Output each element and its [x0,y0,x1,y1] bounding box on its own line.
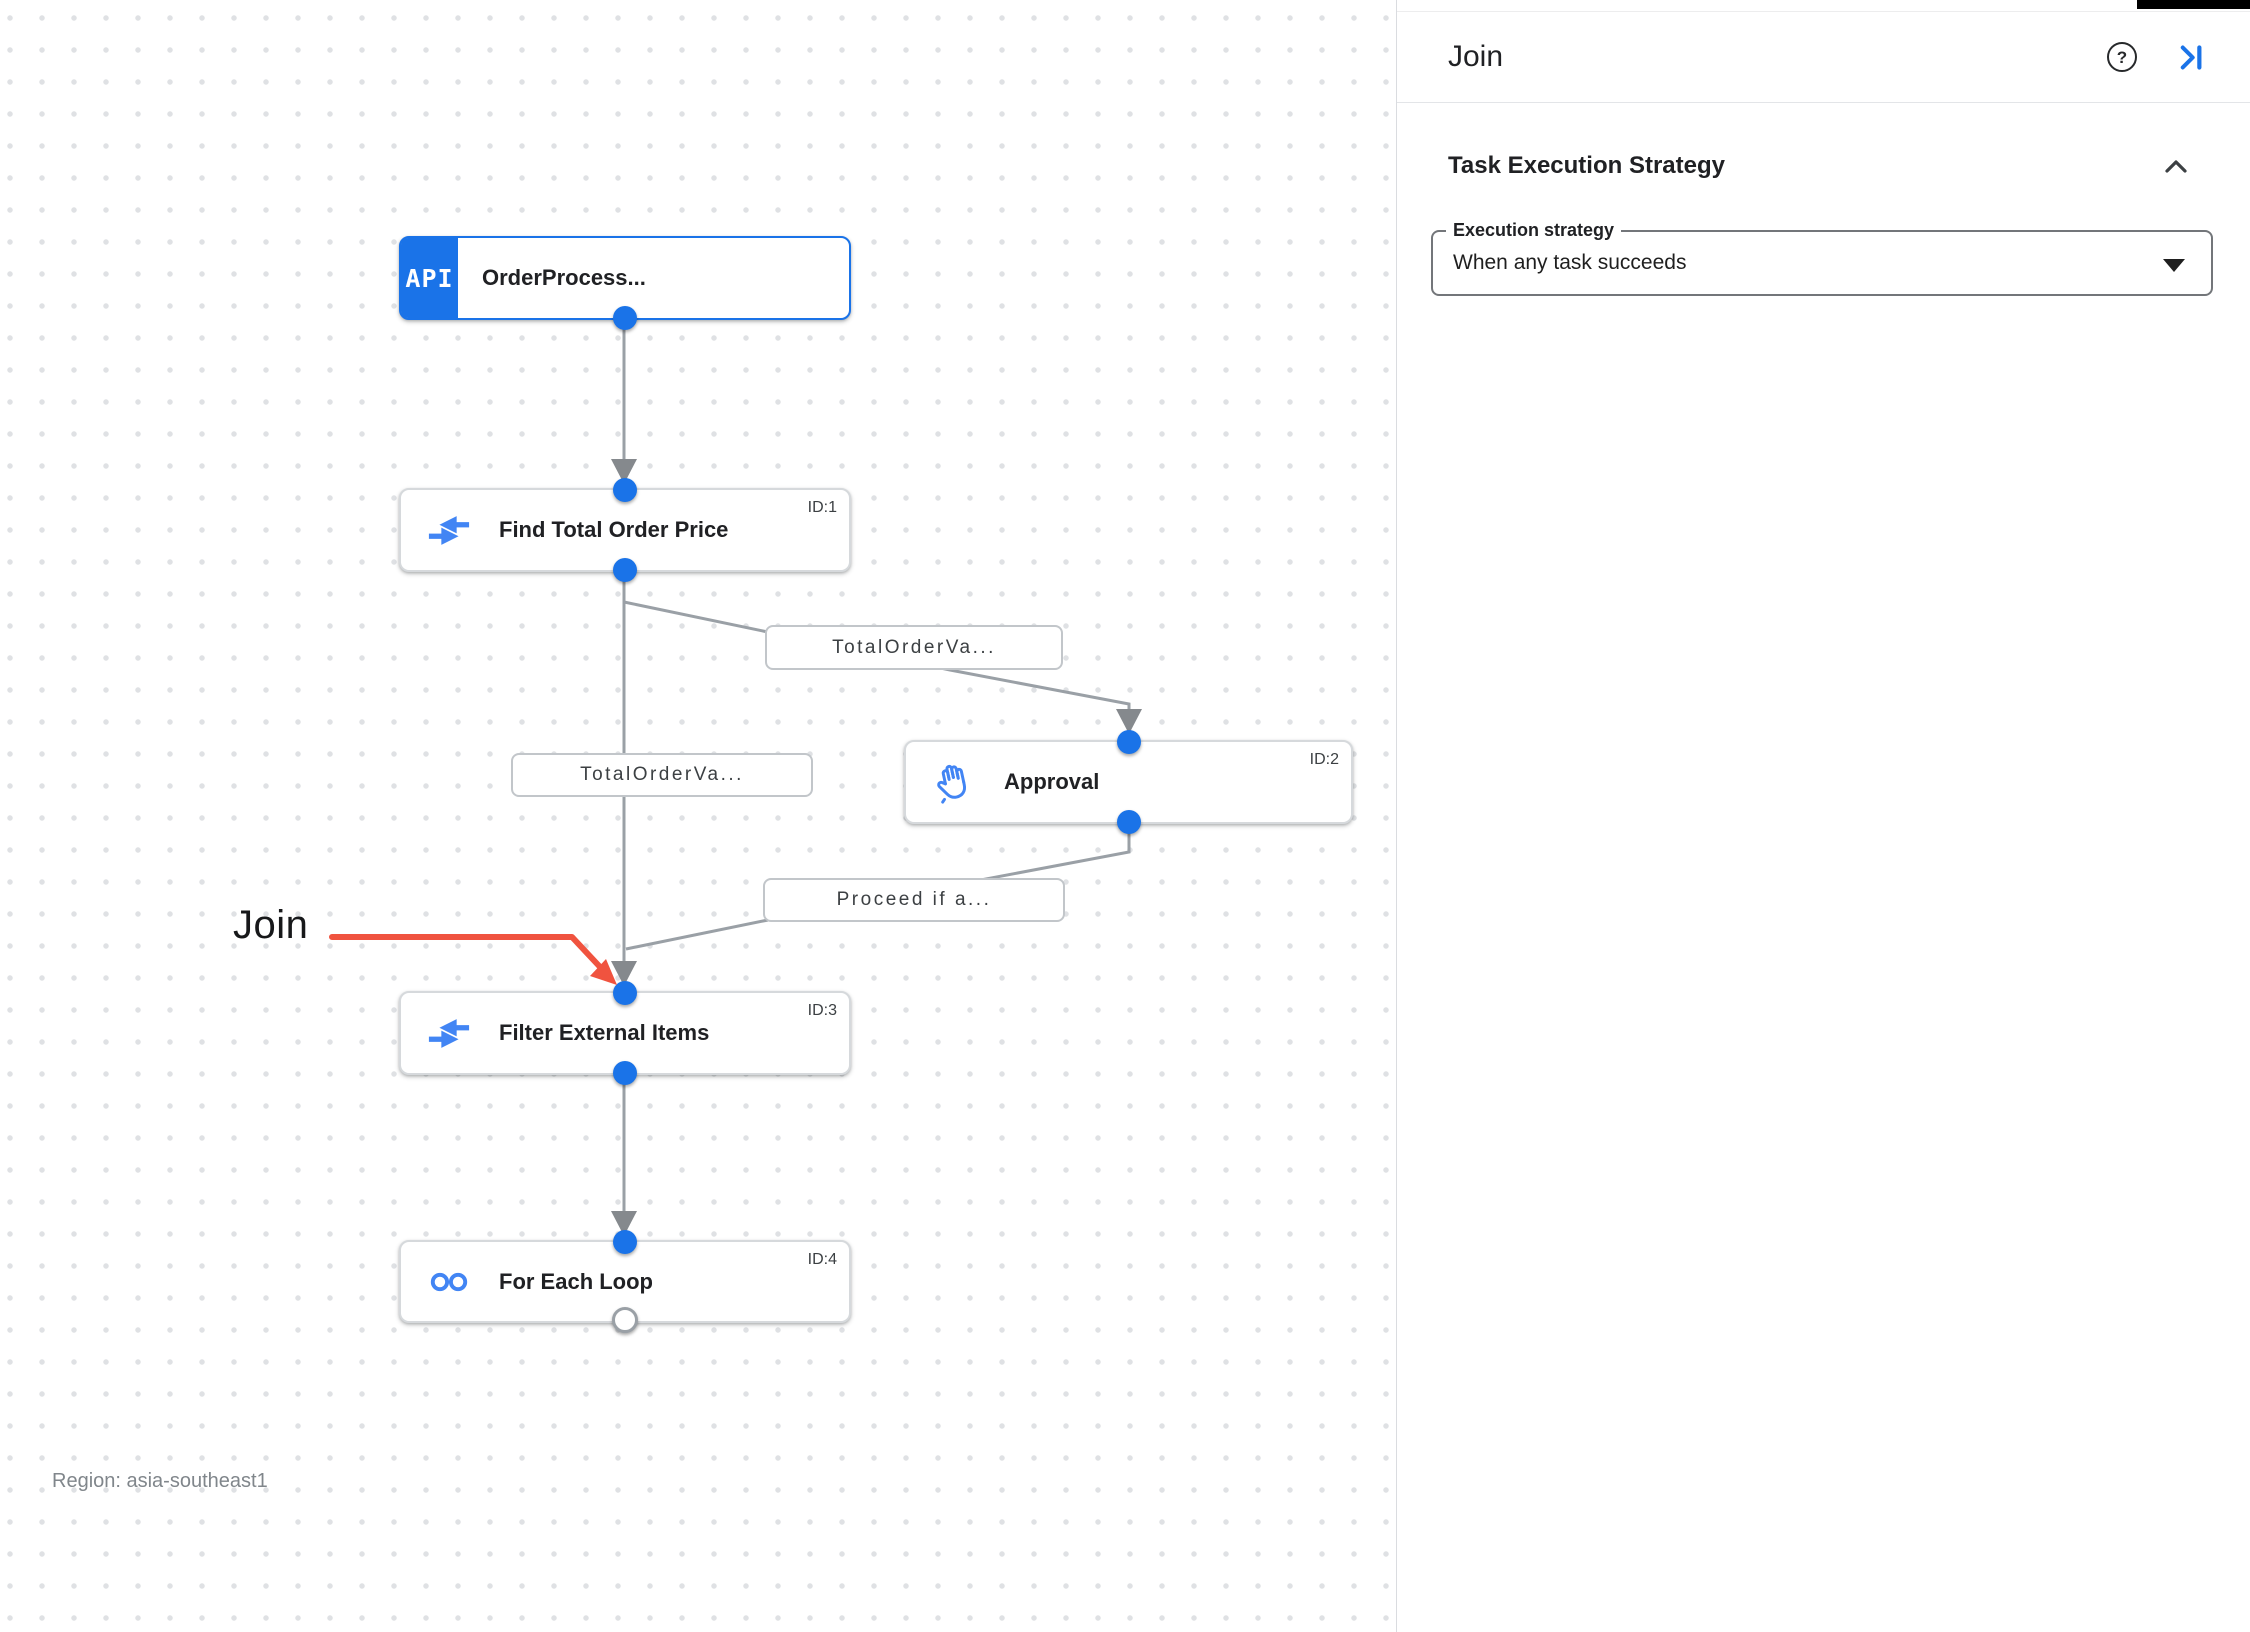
node-title: For Each Loop [499,1268,653,1294]
node-title: Approval [1004,769,1100,794]
node-title: Find Total Order Price [499,517,729,542]
panel-top-divider [1397,11,2250,12]
panel-header: Join [1397,12,2250,103]
edge-label-totalorderva-right[interactable]: TotalOrderVa... [765,625,1063,670]
execution-strategy-label: Execution strategy [1446,220,1622,240]
edge-label-totalorderva-left[interactable]: TotalOrderVa... [511,753,813,797]
chevron-up-icon[interactable] [2162,156,2190,183]
execution-strategy-select[interactable]: Execution strategy When any task succeed… [1431,220,2213,296]
section-title-task-execution-strategy[interactable]: Task Execution Strategy [1448,152,1725,179]
task-node-approval[interactable]: Approval ID:2 [904,730,1353,834]
help-icon[interactable] [2107,42,2137,72]
input-port[interactable] [613,478,637,502]
output-port[interactable] [613,558,637,582]
task-node-for-each-loop[interactable]: For Each Loop ID:4 [399,1230,851,1333]
task-id-label: ID:3 [807,1002,837,1019]
data-mapping-icon [426,514,472,547]
collapse-panel-icon[interactable] [2175,42,2206,73]
execution-strategy-value: When any task succeeds [1453,251,1687,274]
join-annotation-label: Join [233,903,309,947]
trigger-node-orderprocess[interactable]: API OrderProcess... [399,236,851,330]
node-title: Filter External Items [499,1020,710,1045]
data-mapping-icon [426,1017,472,1050]
task-id-label: ID:1 [807,499,837,516]
input-port[interactable] [1116,730,1141,754]
top-right-black-bar [2137,0,2250,9]
region-label: Region: asia-southeast1 [52,1470,268,1492]
loop-icon [426,1270,472,1294]
dropdown-arrow-icon [2163,259,2185,272]
approval-hand-icon [931,761,977,804]
task-id-label: ID:4 [807,1251,837,1268]
task-node-filter-external-items[interactable]: Filter External Items ID:3 [399,981,851,1085]
task-id-label: ID:2 [1309,751,1339,768]
output-port[interactable] [613,306,637,330]
output-port[interactable] [1116,810,1141,834]
task-node-find-total-order-price[interactable]: Find Total Order Price ID:1 [399,478,851,582]
input-port[interactable] [613,981,637,1005]
output-port[interactable] [613,1061,637,1085]
output-port-unconnected[interactable] [612,1307,638,1333]
panel-title: Join [1448,40,1504,73]
node-title: OrderProcess... [482,265,646,290]
input-port[interactable] [613,1230,637,1254]
config-panel: Join Task Execution Strategy Execution s… [1396,0,2250,1632]
edge-label-proceed-if[interactable]: Proceed if a... [763,878,1065,922]
workflow-canvas[interactable]: API OrderProcess... Find Total Order Pri… [0,0,1396,1632]
api-trigger-badge: API [401,238,458,318]
